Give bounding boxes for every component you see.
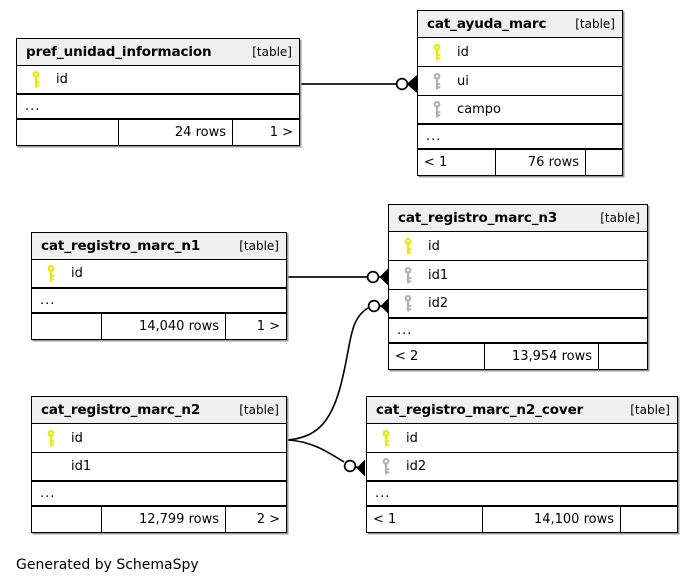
- column-row[interactable]: id2: [389, 290, 647, 319]
- table-title: cat_registro_marc_n1: [41, 238, 201, 254]
- footer-row-count: 13,954 rows: [485, 344, 599, 369]
- table-header: cat_registro_marc_n3 [table]: [389, 205, 647, 232]
- table-header: cat_registro_marc_n2_cover [table]: [367, 397, 677, 424]
- more-columns-indicator: ...: [32, 482, 286, 507]
- footer-child-count: 1 >: [269, 125, 293, 140]
- relationship-pref-unidad-to-cat-ayuda: [300, 75, 418, 93]
- column-name: id: [457, 44, 469, 60]
- table-footer: 24 rows 1 >: [17, 120, 299, 145]
- relationship-n2-to-n2-cover: [286, 439, 366, 477]
- table-cat_registro_marc_n2_cover[interactable]: cat_registro_marc_n2_cover [table] id: [366, 396, 678, 533]
- footer-child-count: 1 >: [256, 319, 280, 334]
- column-name: id: [56, 72, 68, 87]
- column-name: id1: [428, 267, 449, 283]
- column-row[interactable]: id: [389, 232, 647, 261]
- footer-parent-count: < 1: [418, 150, 496, 175]
- table-footer: < 2 13,954 rows: [389, 344, 647, 369]
- column-row[interactable]: id1: [389, 261, 647, 290]
- foreign-key-icon: [397, 266, 419, 284]
- table-kind-label: [table]: [252, 45, 292, 59]
- column-name: ui: [457, 73, 469, 89]
- footer-parent-count: [32, 507, 102, 532]
- more-columns-indicator: ...: [418, 125, 622, 150]
- table-footer: < 1 76 rows: [418, 150, 622, 175]
- column-name: campo: [457, 102, 501, 117]
- footer-row-count: 24 rows: [119, 120, 233, 145]
- footer-child-count: [599, 344, 647, 369]
- foreign-key-icon: [397, 295, 419, 312]
- relationship-n1-to-n3: [287, 268, 388, 286]
- primary-key-icon: [40, 429, 62, 447]
- table-kind-label: [table]: [575, 17, 615, 31]
- table-header: cat_ayuda_marc [table]: [418, 11, 622, 38]
- column-row[interactable]: id: [32, 424, 286, 453]
- table-header: cat_registro_marc_n1 [table]: [32, 233, 286, 260]
- column-name: id: [71, 430, 83, 446]
- column-row[interactable]: id: [418, 38, 622, 67]
- footer-row-count: 76 rows: [496, 150, 586, 175]
- table-kind-label: [table]: [239, 403, 279, 417]
- footer-child-count: [586, 150, 622, 175]
- footer-row-count: 12,799 rows: [102, 507, 226, 532]
- footer-parent-count: < 2: [389, 344, 485, 369]
- table-header: pref_unidad_informacion [table]: [17, 39, 299, 66]
- column-name: id2: [428, 296, 449, 311]
- table-footer: < 1 14,100 rows: [367, 507, 677, 532]
- footer-parent-count: [17, 120, 119, 145]
- column-name: id: [406, 430, 418, 446]
- primary-key-icon: [40, 265, 62, 282]
- column-row[interactable]: id: [17, 66, 299, 95]
- foreign-key-icon: [426, 72, 448, 90]
- generator-note: Generated by SchemaSpy: [16, 557, 199, 573]
- table-footer: 14,040 rows 1 >: [32, 314, 286, 339]
- footer-row-count: 14,100 rows: [483, 507, 621, 532]
- table-pref_unidad_informacion[interactable]: pref_unidad_informacion [table] id ... 2…: [16, 38, 300, 146]
- footer-parent-count: [32, 314, 102, 339]
- column-row[interactable]: ui: [418, 67, 622, 96]
- more-columns-indicator: ...: [17, 95, 299, 120]
- foreign-key-icon: [375, 458, 397, 475]
- primary-key-icon: [375, 429, 397, 447]
- column-name: id: [428, 238, 440, 254]
- column-name: id2: [406, 459, 427, 474]
- more-columns-indicator: ...: [32, 289, 286, 314]
- table-kind-label: [table]: [600, 211, 640, 225]
- table-title: cat_ayuda_marc: [427, 16, 547, 32]
- foreign-key-icon: [426, 101, 448, 118]
- table-footer: 12,799 rows 2 >: [32, 507, 286, 532]
- primary-key-icon: [426, 43, 448, 61]
- table-title: cat_registro_marc_n2: [41, 402, 201, 418]
- table-cat_registro_marc_n1[interactable]: cat_registro_marc_n1 [table] id ... 14,0…: [31, 232, 287, 340]
- column-row[interactable]: campo: [418, 96, 622, 125]
- column-row[interactable]: id: [367, 424, 677, 453]
- table-title: cat_registro_marc_n2_cover: [376, 402, 584, 418]
- table-header: cat_registro_marc_n2 [table]: [32, 397, 286, 424]
- table-kind-label: [table]: [630, 403, 670, 417]
- column-row[interactable]: id1: [32, 453, 286, 482]
- table-cat_registro_marc_n2[interactable]: cat_registro_marc_n2 [table] id id1 ... …: [31, 396, 287, 533]
- column-row[interactable]: id2: [367, 453, 677, 482]
- table-kind-label: [table]: [239, 239, 279, 253]
- table-title: pref_unidad_informacion: [26, 44, 212, 60]
- primary-key-icon: [25, 71, 47, 88]
- footer-row-count: 14,040 rows: [102, 314, 226, 339]
- column-name: id: [71, 266, 83, 281]
- more-columns-indicator: ...: [389, 319, 647, 344]
- primary-key-icon: [397, 237, 419, 255]
- table-title: cat_registro_marc_n3: [398, 210, 558, 226]
- footer-child-count: 2 >: [256, 512, 280, 527]
- column-row[interactable]: id: [32, 260, 286, 289]
- more-columns-indicator: ...: [367, 482, 677, 507]
- table-cat_ayuda_marc[interactable]: cat_ayuda_marc [table] id: [417, 10, 623, 176]
- table-cat_registro_marc_n3[interactable]: cat_registro_marc_n3 [table] id: [388, 204, 648, 370]
- column-name: id1: [71, 459, 92, 474]
- footer-child-count: [621, 507, 677, 532]
- footer-parent-count: < 1: [367, 507, 483, 532]
